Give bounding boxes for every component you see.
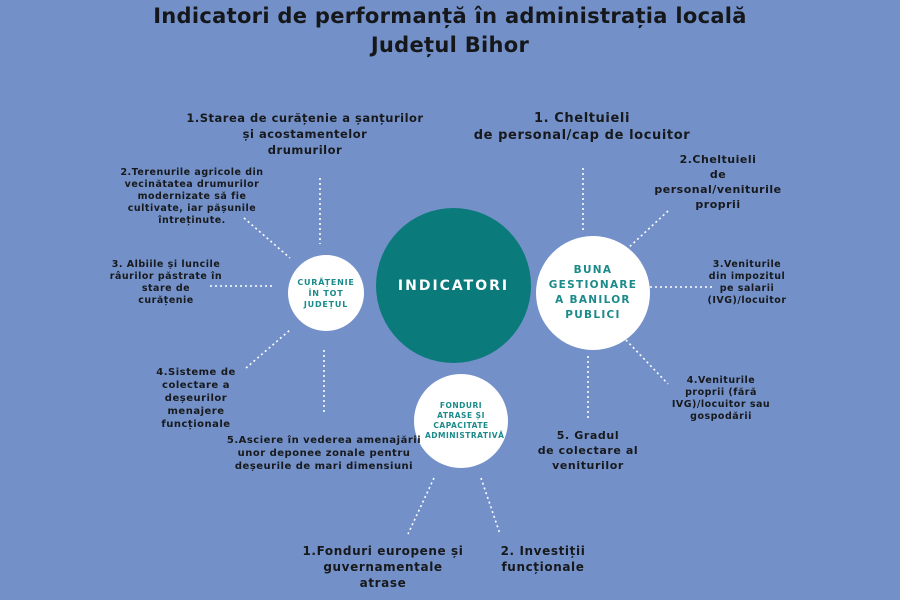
connector-curatenie-2 xyxy=(243,217,291,259)
buna-gestionare-item-1: 1. Cheltuieli de personal/cap de locuito… xyxy=(473,111,691,143)
fonduri-circle: FONDURI ATRASE ȘI CAPACITATE ADMINISTRAT… xyxy=(414,374,508,468)
fonduri-item-2: 2. Investiții funcționale xyxy=(500,544,586,574)
buna-gestionare-item-2: 2.Cheltuieli de personal/veniturile prop… xyxy=(654,153,782,211)
title-line-2: Județul Bihor xyxy=(370,33,530,57)
curatenie-item-4: 4.Sisteme de colectare a deșeurilor mena… xyxy=(156,367,236,430)
connector-buna-4 xyxy=(625,339,669,385)
curatenie-item-2: 2.Terenurile agricole din vecinătatea dr… xyxy=(120,167,264,226)
indicatori-center-circle: INDICATORI xyxy=(376,208,531,363)
buna-gestionare-circle: BUNA GESTIONARE A BANILOR PUBLICI xyxy=(536,236,650,350)
buna-gestionare-item-4: 4.Veniturile proprii (fără IVG)/locuitor… xyxy=(671,375,771,422)
fonduri-item-1: 1.Fonduri europene și guvernamentale atr… xyxy=(302,544,464,590)
curatenie-item-1: 1.Starea de curățenie a șanțurilor și ac… xyxy=(186,111,424,157)
fonduri-label: FONDURI ATRASE ȘI CAPACITATE ADMINISTRAT… xyxy=(425,401,505,440)
connector-curatenie-4 xyxy=(245,329,291,369)
center-label: INDICATORI xyxy=(397,277,510,294)
buna-gestionare-label: BUNA GESTIONARE A BANILOR PUBLICI xyxy=(548,264,638,321)
curatenie-label: CURĂȚENIE ÎN TOT JUDEȚUL xyxy=(297,277,355,309)
connector-buna-2 xyxy=(625,210,669,251)
curatenie-item-3: 3. Albiile și luncile râurilor păstrate … xyxy=(109,259,223,306)
title-line-1: Indicatori de performanță în administraț… xyxy=(153,4,747,28)
curatenie-circle: CURĂȚENIE ÎN TOT JUDEȚUL xyxy=(288,255,364,331)
connector-fonduri-2 xyxy=(480,477,501,535)
buna-gestionare-item-5: 5. Gradul de colectare al veniturilor xyxy=(537,429,639,472)
connector-fonduri-1 xyxy=(407,477,435,535)
buna-gestionare-item-3: 3.Veniturile din impozitul pe salarii (I… xyxy=(707,259,787,306)
curatenie-item-5: 5.Asciere în vederea amenajării unor dep… xyxy=(226,435,422,472)
